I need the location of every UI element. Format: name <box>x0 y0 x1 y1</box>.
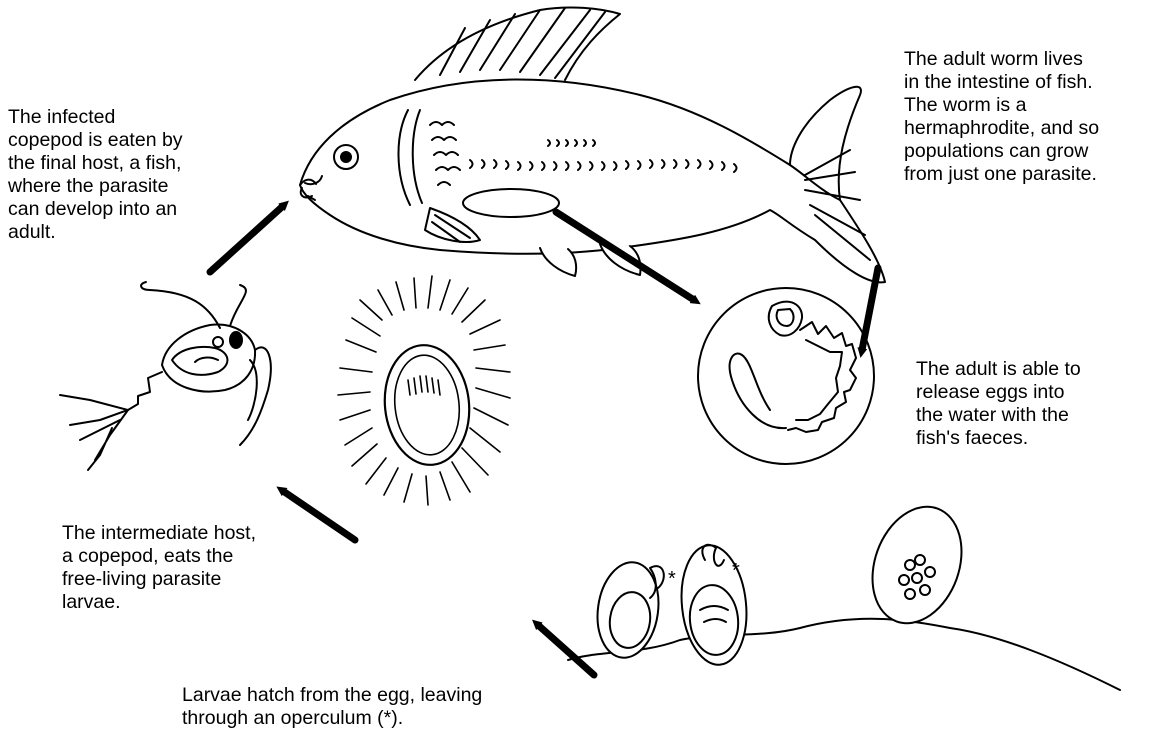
arrow-larva-to-copepod <box>283 491 355 540</box>
coracidium-drawing <box>338 276 510 505</box>
arrow-copepod-to-fish <box>210 206 283 272</box>
operculum-marker-2: * <box>732 560 740 583</box>
caption-intermediate-host: The intermediate host, a copepod, eats t… <box>62 522 256 614</box>
arrow-egg-to-larva <box>538 625 594 675</box>
copepod-drawing <box>60 282 271 470</box>
caption-larvae-hatch: Larvae hatch from the egg, leaving throu… <box>182 684 482 730</box>
adult-worm-drawing <box>698 288 874 464</box>
eggs-drawing <box>568 494 1120 690</box>
caption-adult-worm: The adult worm lives in the intestine of… <box>904 48 1099 186</box>
operculum-marker-1: * <box>668 568 676 591</box>
caption-infected-copepod: The infected copepod is eaten by the fin… <box>8 106 183 244</box>
fish-drawing <box>300 7 885 282</box>
caption-release-eggs: The adult is able to release eggs into t… <box>916 358 1081 450</box>
